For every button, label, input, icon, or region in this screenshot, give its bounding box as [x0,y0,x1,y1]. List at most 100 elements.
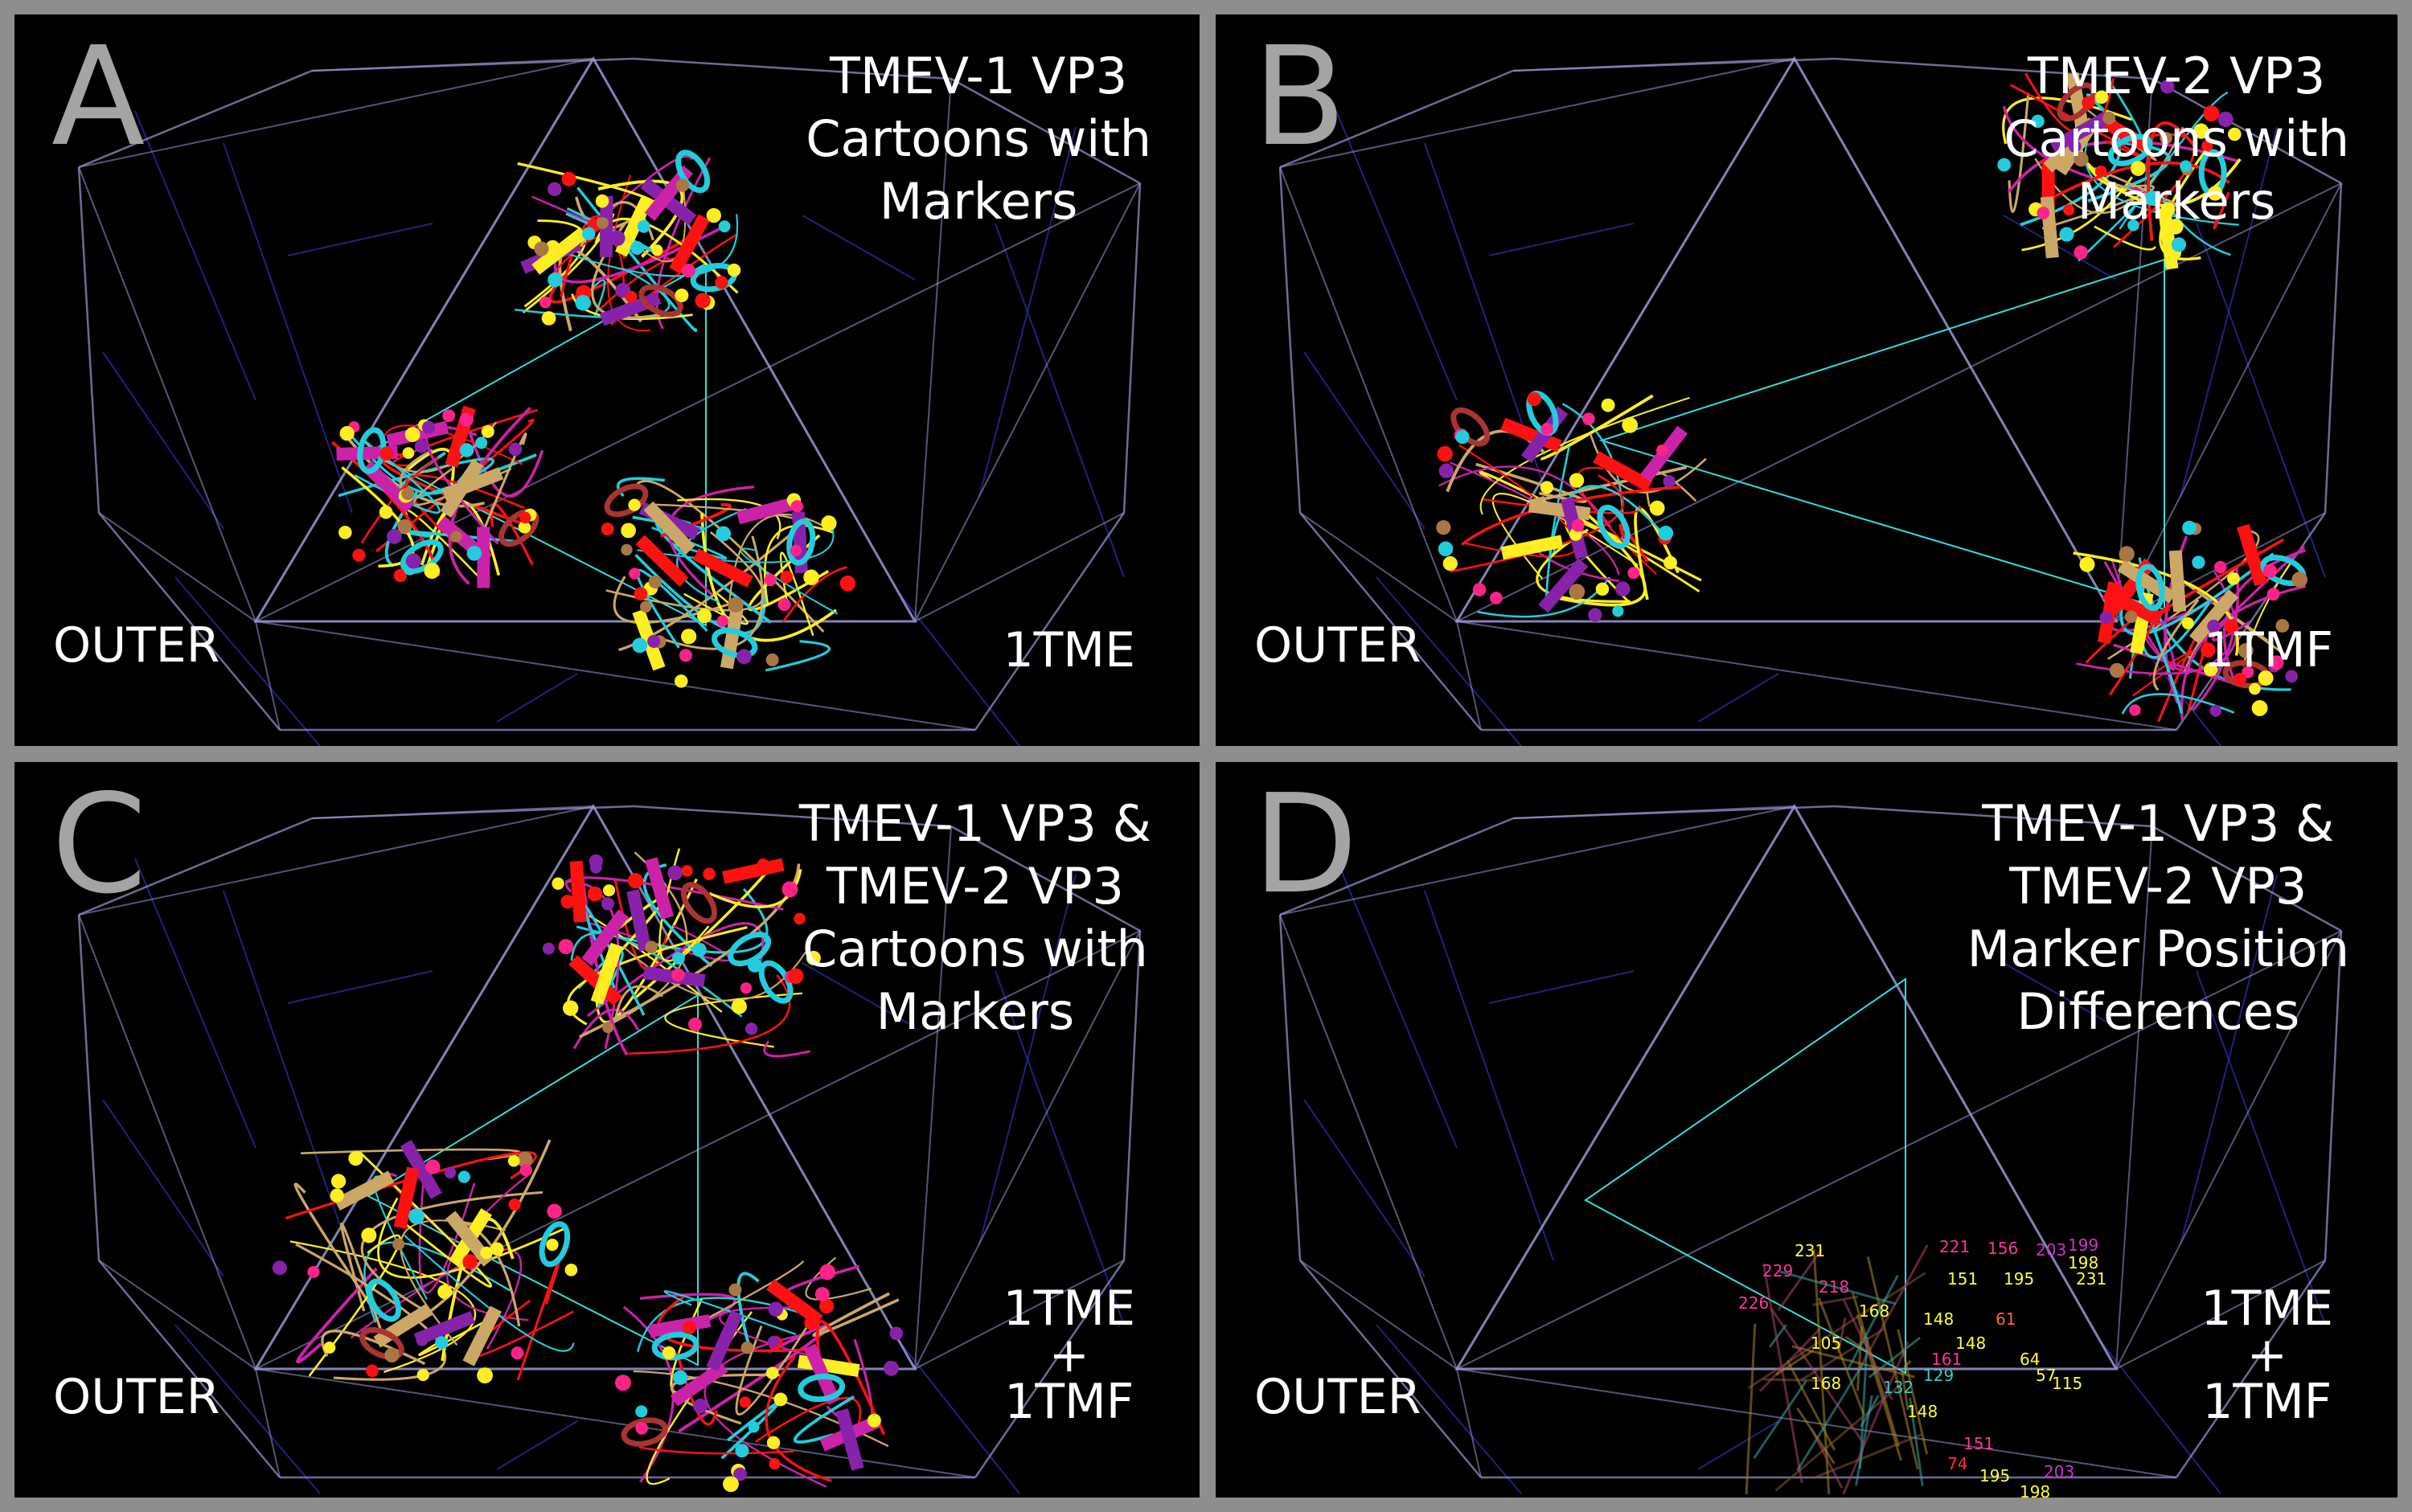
residue-marker [2238,643,2254,658]
residue-marker [2224,619,2239,633]
residue-number-label: 151 [1947,1269,1978,1289]
residue-marker [635,1421,648,1435]
residue-marker [681,865,693,877]
residue-marker [519,511,531,524]
back-edge [1335,858,1458,1149]
backbone-coil [418,1170,476,1294]
displacement-line [1859,1337,1869,1469]
residue-marker [764,573,777,587]
residue-marker [769,1457,781,1470]
displacement-line [1796,1363,1864,1472]
beta-strand [1500,417,1562,453]
residue-marker [637,219,650,233]
outer-edge [1279,817,1514,916]
residue-number-label: 229 [1762,1261,1793,1280]
residue-marker [548,272,563,288]
residue-marker [595,194,609,208]
residue-number-label: 218 [1819,1277,1849,1297]
residue-marker [2207,186,2223,201]
residue-marker [601,897,614,911]
symmetry-axis-triangle [1598,258,2165,611]
residue-marker [765,653,779,666]
residue-marker [727,263,741,277]
residue-marker [740,1341,754,1354]
residue-marker [821,515,837,531]
residue-marker [2180,160,2192,173]
face-edge [1456,1368,2177,1478]
beta-strand [835,1408,864,1471]
outer-edge [2324,930,2343,1261]
beta-strand [670,1361,728,1407]
residue-marker [2214,560,2227,574]
residue-number-label: 151 [1963,1434,1994,1453]
residue-marker [1455,430,1470,445]
displacement-line [1770,1308,1864,1444]
residue-marker [323,1342,336,1354]
residue-marker [424,563,441,579]
residue-marker [330,1174,347,1189]
protein-cartoon-cluster [1436,391,1707,622]
residue-marker [330,1188,344,1203]
backbone-coil [719,1306,843,1367]
residue-marker [627,873,644,889]
panel-letter: B [1253,18,1347,177]
residue-marker [508,1198,521,1211]
residue-marker [651,244,663,256]
residue-marker [564,1263,578,1276]
alpha-helix [680,882,718,924]
backbone-coil [377,1197,565,1279]
back-edge [223,890,353,1261]
backbone-coil [404,1234,575,1352]
residue-marker [2130,161,2146,176]
protein-cartoon-cluster [515,150,741,333]
residue-marker [621,522,636,539]
residue-marker [780,570,794,584]
outer-edge [2175,1260,2327,1478]
outer-edge [1122,930,1142,1261]
backbone-coil [1450,474,1625,573]
residue-number-label: 199 [2068,1235,2098,1255]
displacement-line [1897,1329,1929,1455]
backbone-coil [586,922,765,1018]
back-edge [496,673,578,723]
face-edge [2115,1260,2326,1370]
residue-marker [2291,572,2307,588]
back-edge [1488,970,1635,1004]
back-edge [995,223,1125,578]
outer-edge [633,57,952,80]
beta-strand [568,955,623,1006]
outer-edge [974,512,1126,731]
displacement-line [1747,1272,1926,1390]
beta-strand [1593,451,1653,492]
residue-marker [421,420,436,434]
face-edge [1456,621,2177,731]
residue-marker [2031,114,2045,129]
backbone-coil [793,1395,855,1444]
residue-marker [575,294,592,311]
back-edge [2003,962,2117,1028]
residue-marker [386,529,402,544]
residue-marker [2168,219,2184,235]
beta-strand [2168,550,2187,613]
residue-marker [2119,546,2135,562]
backbone-coil [708,869,802,908]
backbone-coil [301,1148,522,1161]
face-edge [98,1260,256,1370]
residue-marker [692,1399,708,1414]
residue-marker [339,426,355,441]
residue-marker [601,522,614,536]
residue-marker [2228,127,2242,141]
back-edge [802,215,916,281]
face-edge [2115,930,2342,1370]
alpha-helix [539,1221,571,1268]
marker-difference-lines [1745,1244,1929,1495]
residue-marker [1436,520,1451,535]
alpha-helix [367,1278,402,1322]
pdb-code-label: 1TME [1003,622,1135,678]
residue-marker [435,1336,449,1350]
residue-marker [1582,412,1595,425]
residue-marker [1569,473,1585,488]
panel-b: B TMEV-2 VP3 Cartoons with Markers OUTER… [1216,14,2398,746]
back-edge [223,142,353,514]
